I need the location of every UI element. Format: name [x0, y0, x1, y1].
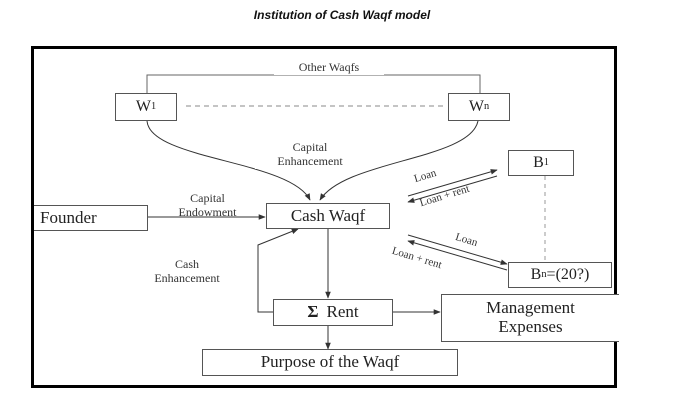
cash-waqf-label: Cash Waqf [290, 205, 366, 225]
capital-enhancement-line1: Capital [292, 140, 328, 154]
diagram-frame [31, 46, 617, 388]
capital-enhancement-label: Capital Enhancement [255, 140, 365, 169]
waqf-w1-letter: W [135, 98, 151, 116]
purpose-of-waqf-box: Purpose of the Waqf [202, 349, 458, 376]
cash-enhancement-line2: Enhancement [154, 270, 220, 285]
founder-label: Founder [40, 207, 97, 227]
loan-rent-from-bn-arrow [407, 240, 508, 271]
cash-enhancement-line1: Cash [175, 257, 199, 271]
borrower-b1-subscript: 1 [543, 157, 549, 169]
other-waqfs-label: Other Waqfs [274, 60, 384, 75]
waqf-wn-subscript: n [483, 101, 490, 113]
figure-title: Institution of Cash Waqf model [253, 8, 431, 22]
management-expenses-line2: Expenses [498, 317, 563, 336]
borrower-bn-letter: B [530, 266, 542, 284]
loan-to-bn-arrow [407, 234, 508, 265]
cash-enhancement-arrow [257, 228, 299, 313]
capital-endowment-line1: Capital [190, 191, 225, 205]
cash-enhancement-label: Cash Enhancement [132, 257, 242, 286]
cash-waqf-box: Cash Waqf [266, 203, 390, 229]
other-waqfs-bracket [146, 74, 481, 93]
capital-endowment-label: Capital Endowment [150, 191, 265, 220]
founder-box: Founder [34, 205, 148, 231]
borrower-b1-letter: B [533, 154, 544, 172]
purpose-of-waqf-label: Purpose of the Waqf [260, 352, 400, 372]
loan-rent-from-b1-arrow [407, 175, 498, 203]
rent-label: Rent [326, 302, 359, 322]
capital-enhancement-line2: Enhancement [255, 154, 365, 169]
waqf-wn-letter: W [468, 98, 484, 116]
rent-box: Σ Rent [273, 299, 393, 326]
waqf-w1-subscript: 1 [150, 101, 157, 113]
w1-to-cashwaqf-arrow [146, 120, 311, 201]
capital-endowment-line2: Endowment [178, 204, 237, 219]
loan-to-b1-arrow [407, 169, 498, 197]
wn-to-cashwaqf-arrow [319, 120, 479, 201]
sigma-symbol: Σ [307, 302, 319, 322]
management-expenses-box: Management Expenses [441, 294, 619, 342]
management-expenses-line1: Management [486, 298, 575, 318]
borrower-bn-suffix: =(20?) [546, 266, 590, 284]
borrower-bn-subscript: n [541, 269, 547, 281]
